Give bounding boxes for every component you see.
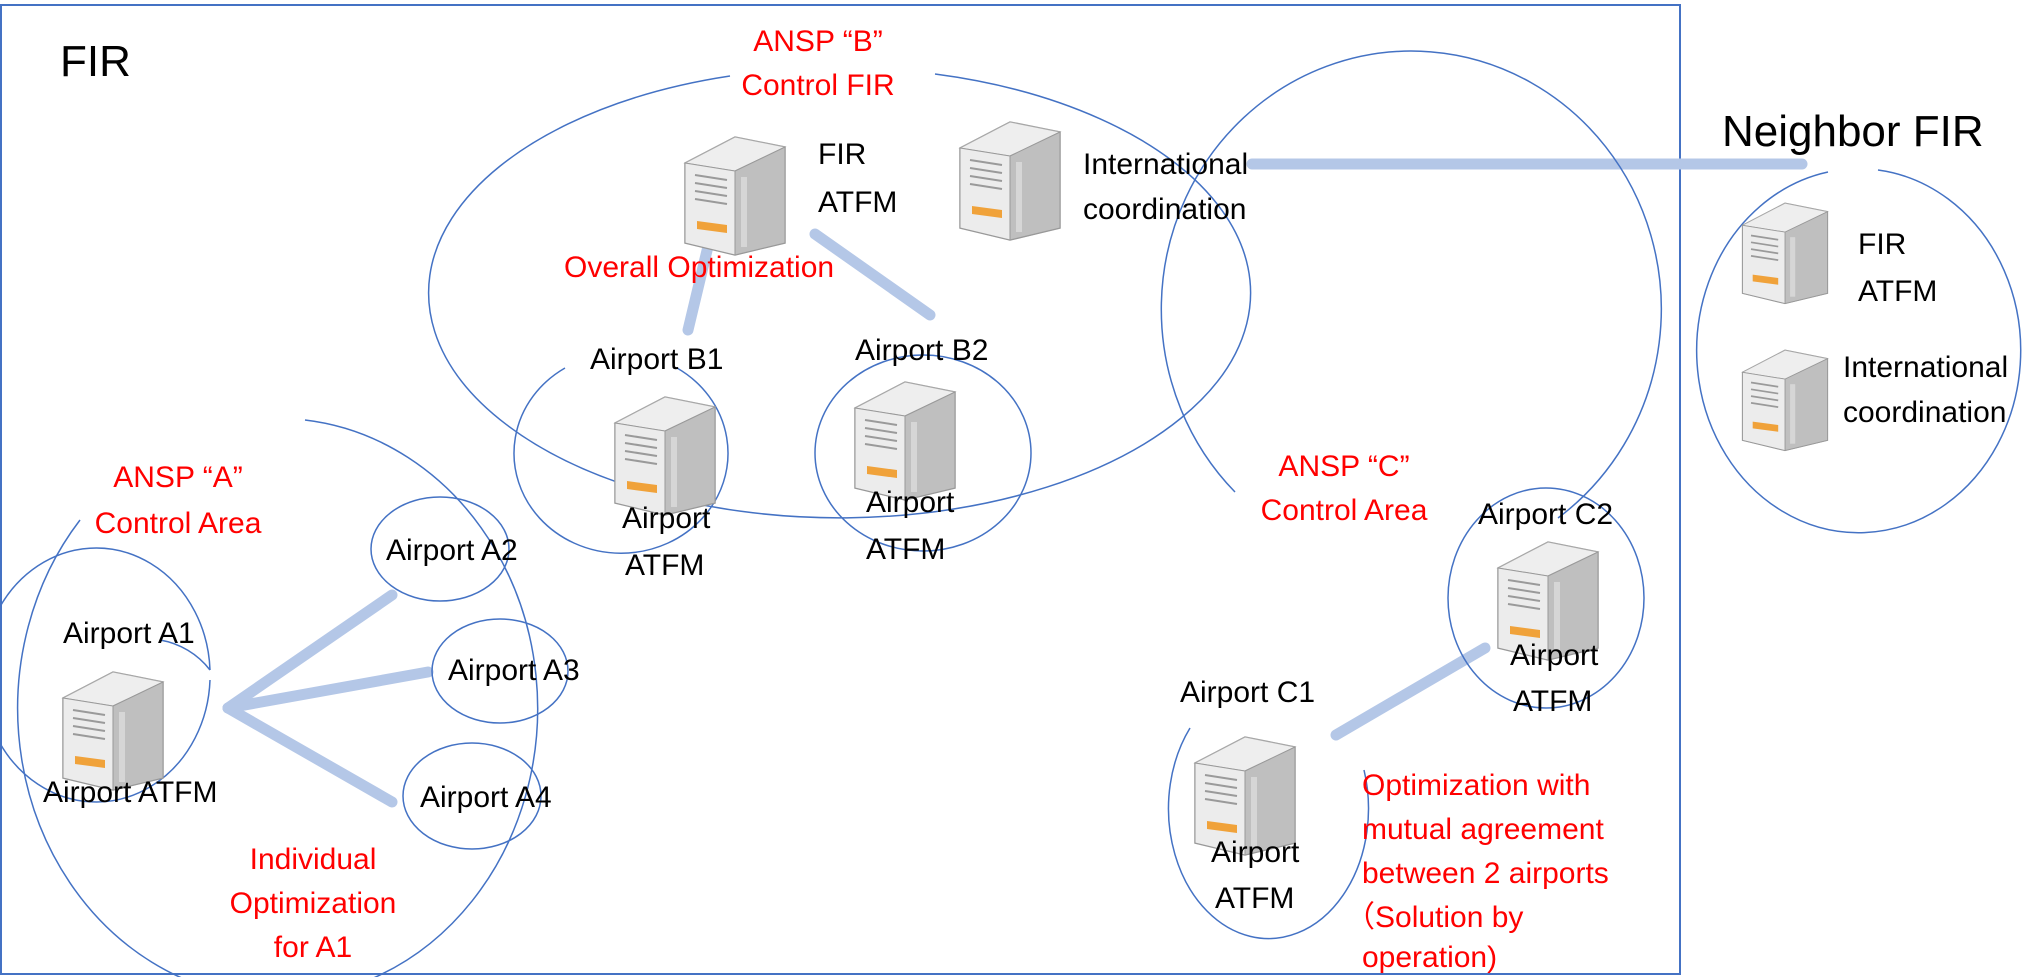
airport-b2-name: Airport B2 <box>855 334 989 367</box>
airport-c1-atfm-line1: Airport <box>1211 836 1300 869</box>
airport-a2-ellipse <box>370 496 510 602</box>
ansp-a-title-line2: Control Area <box>94 507 262 540</box>
airport-b1-ellipse <box>513 367 729 554</box>
neighbor-fir-atfm-server-icon <box>1741 202 1829 305</box>
link-a3 <box>222 666 434 714</box>
airport-b1-atfm-line2: ATFM <box>625 549 705 582</box>
airport-c1-ellipse <box>1167 727 1370 940</box>
airport-c2-name: Airport C2 <box>1478 498 1614 531</box>
ansp-a-note-line3: for A1 <box>273 931 353 964</box>
neighbor-fir-atfm-line2: ATFM <box>1858 275 1938 308</box>
fir-atfm-server-icon <box>684 136 786 256</box>
neighbor-international-server-icon <box>1741 349 1829 452</box>
ansp-b-title-line1: ANSP “B” <box>753 25 883 58</box>
airport-c2-ellipse <box>1447 487 1645 709</box>
fir-boundary <box>0 4 1681 975</box>
ansp-c-note-line3: between 2 airports <box>1362 857 1609 890</box>
ansp-c-note-line4: （Solution by <box>1345 901 1524 934</box>
airport-b2-ellipse <box>814 354 1032 552</box>
link-b1 <box>682 232 716 336</box>
airport-a4-name: Airport A4 <box>420 781 552 814</box>
airport-a3-name: Airport A3 <box>448 654 580 687</box>
neighbor-intl-line2: coordination <box>1843 396 2007 429</box>
airport-a1-ellipse <box>0 547 211 803</box>
ansp-a-note-line2: Optimization <box>229 887 397 920</box>
international-coordination-server-icon <box>959 121 1061 241</box>
airport-a2-name: Airport A2 <box>386 534 518 567</box>
ansp-b-title-line2: Control FIR <box>741 69 895 102</box>
airport-a3-ellipse <box>431 618 569 724</box>
airport-c1-name: Airport C1 <box>1180 676 1316 709</box>
ansp-c-title-line2: Control Area <box>1260 494 1428 527</box>
airport-b2-server-icon <box>854 381 956 501</box>
airport-c2-atfm-line2: ATFM <box>1513 685 1593 718</box>
ansp-a-ellipse <box>16 419 539 977</box>
ansp-c-title-line1: ANSP “C” <box>1278 450 1410 483</box>
airport-b1-name: Airport B1 <box>590 343 724 376</box>
airport-c2-atfm-line1: Airport <box>1510 639 1599 672</box>
link-b2 <box>809 228 936 321</box>
ansp-c-note-line1: Optimization with <box>1362 769 1591 802</box>
ansp-c-note-line5: operation) <box>1362 941 1498 974</box>
international-line2: coordination <box>1083 193 1247 226</box>
ansp-c-note-line2: mutual agreement <box>1362 813 1604 846</box>
airport-a1-name: Airport A1 <box>63 617 195 650</box>
airport-a4-ellipse <box>402 742 542 850</box>
neighbor-fir-ellipse <box>1695 169 2022 534</box>
fir-label: FIR <box>60 37 131 86</box>
overall-optimization-label: Overall Optimization <box>564 251 835 284</box>
ansp-b-ellipse <box>427 73 1252 519</box>
airport-b1-atfm-line1: Airport <box>622 502 711 535</box>
airport-b2-atfm-line2: ATFM <box>866 533 946 566</box>
airport-b1-server-icon <box>614 396 716 516</box>
neighbor-intl-line1: International <box>1843 351 2009 384</box>
link-a4 <box>222 702 398 808</box>
ansp-a-title-line1: ANSP “A” <box>113 461 243 494</box>
airport-a1-atfm: Airport ATFM <box>43 776 218 809</box>
fir-atfm-line1: FIR <box>818 138 867 171</box>
airport-b2-atfm-line1: Airport <box>866 486 955 519</box>
ansp-a-note-line1: Individual <box>249 843 377 876</box>
international-line1: International <box>1083 148 1249 181</box>
neighbor-fir-atfm-line1: FIR <box>1858 228 1907 261</box>
airport-c1-atfm-line2: ATFM <box>1215 882 1295 915</box>
neighbor-fir-title: Neighbor FIR <box>1722 107 1984 156</box>
ansp-c-ellipse <box>1160 50 1663 519</box>
fir-atfm-line2: ATFM <box>818 186 898 219</box>
link-a2 <box>222 589 398 714</box>
link-c1-c2 <box>1330 642 1491 741</box>
airport-a1-server-icon <box>62 671 164 791</box>
